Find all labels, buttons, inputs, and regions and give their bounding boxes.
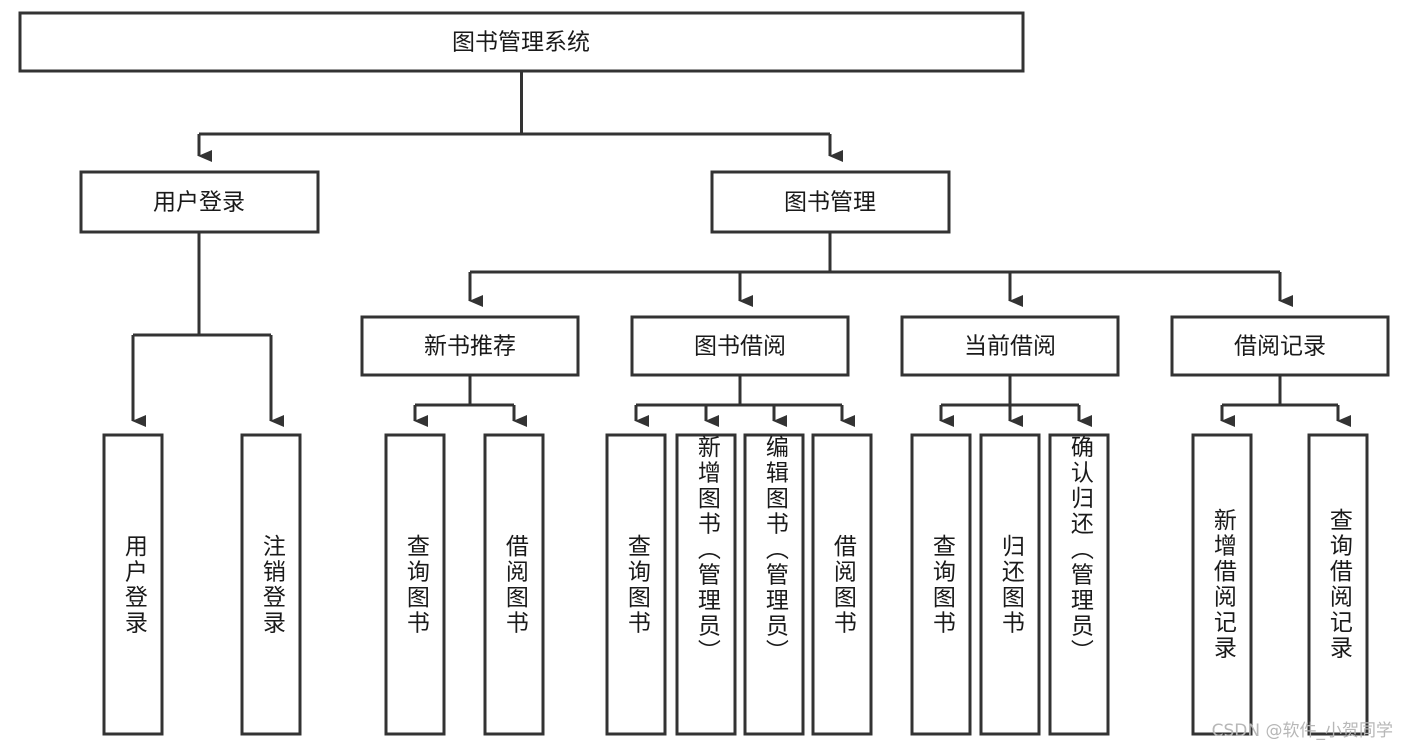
node-root-label: 图书管理系统 <box>452 30 590 56</box>
node-borrow-record-box[interactable] <box>1170 315 1390 377</box>
node-leaf-query-record-box[interactable] <box>1307 433 1369 736</box>
node-current-borrow-box[interactable] <box>900 315 1120 377</box>
node-book-manage-label: 图书管理 <box>784 190 876 216</box>
node-leaf-add-record-box[interactable] <box>1191 433 1253 736</box>
node-leaf-borrow-book-1-box[interactable] <box>483 433 545 736</box>
node-group <box>18 11 1390 736</box>
node-book-borrow-label: 图书借阅 <box>694 334 786 360</box>
csdn-watermark: CSDN @软件_小贺同学 <box>1211 721 1393 741</box>
horizontal-label-group: 图书管理系统 用户登录 图书管理 新书推荐 图书借阅 当前借阅 借阅记录 <box>153 30 1326 360</box>
node-leaf-query-book-3-box[interactable] <box>910 433 972 736</box>
node-leaf-query-book-1-box[interactable] <box>384 433 446 736</box>
node-leaf-add-book-box[interactable] <box>675 433 737 736</box>
node-leaf-logout-login-box[interactable] <box>240 433 302 736</box>
node-user-login-label: 用户登录 <box>153 190 245 216</box>
node-book-manage-box[interactable] <box>710 170 951 234</box>
node-book-borrow-box[interactable] <box>630 315 850 377</box>
node-root-box[interactable] <box>18 11 1025 73</box>
node-leaf-edit-book-box[interactable] <box>743 433 805 736</box>
node-leaf-user-login-box[interactable] <box>102 433 164 736</box>
node-leaf-confirm-return-box[interactable] <box>1048 433 1110 736</box>
node-leaf-borrow-book-2-box[interactable] <box>811 433 873 736</box>
node-leaf-return-book-box[interactable] <box>979 433 1041 736</box>
node-leaf-query-book-2-box[interactable] <box>605 433 667 736</box>
edge-group <box>131 71 1351 427</box>
node-current-borrow-label: 当前借阅 <box>964 334 1056 360</box>
node-new-book-recommend-box[interactable] <box>360 315 580 377</box>
node-user-login-box[interactable] <box>79 170 320 234</box>
node-new-book-recommend-label: 新书推荐 <box>424 334 516 360</box>
node-borrow-record-label: 借阅记录 <box>1234 334 1326 360</box>
